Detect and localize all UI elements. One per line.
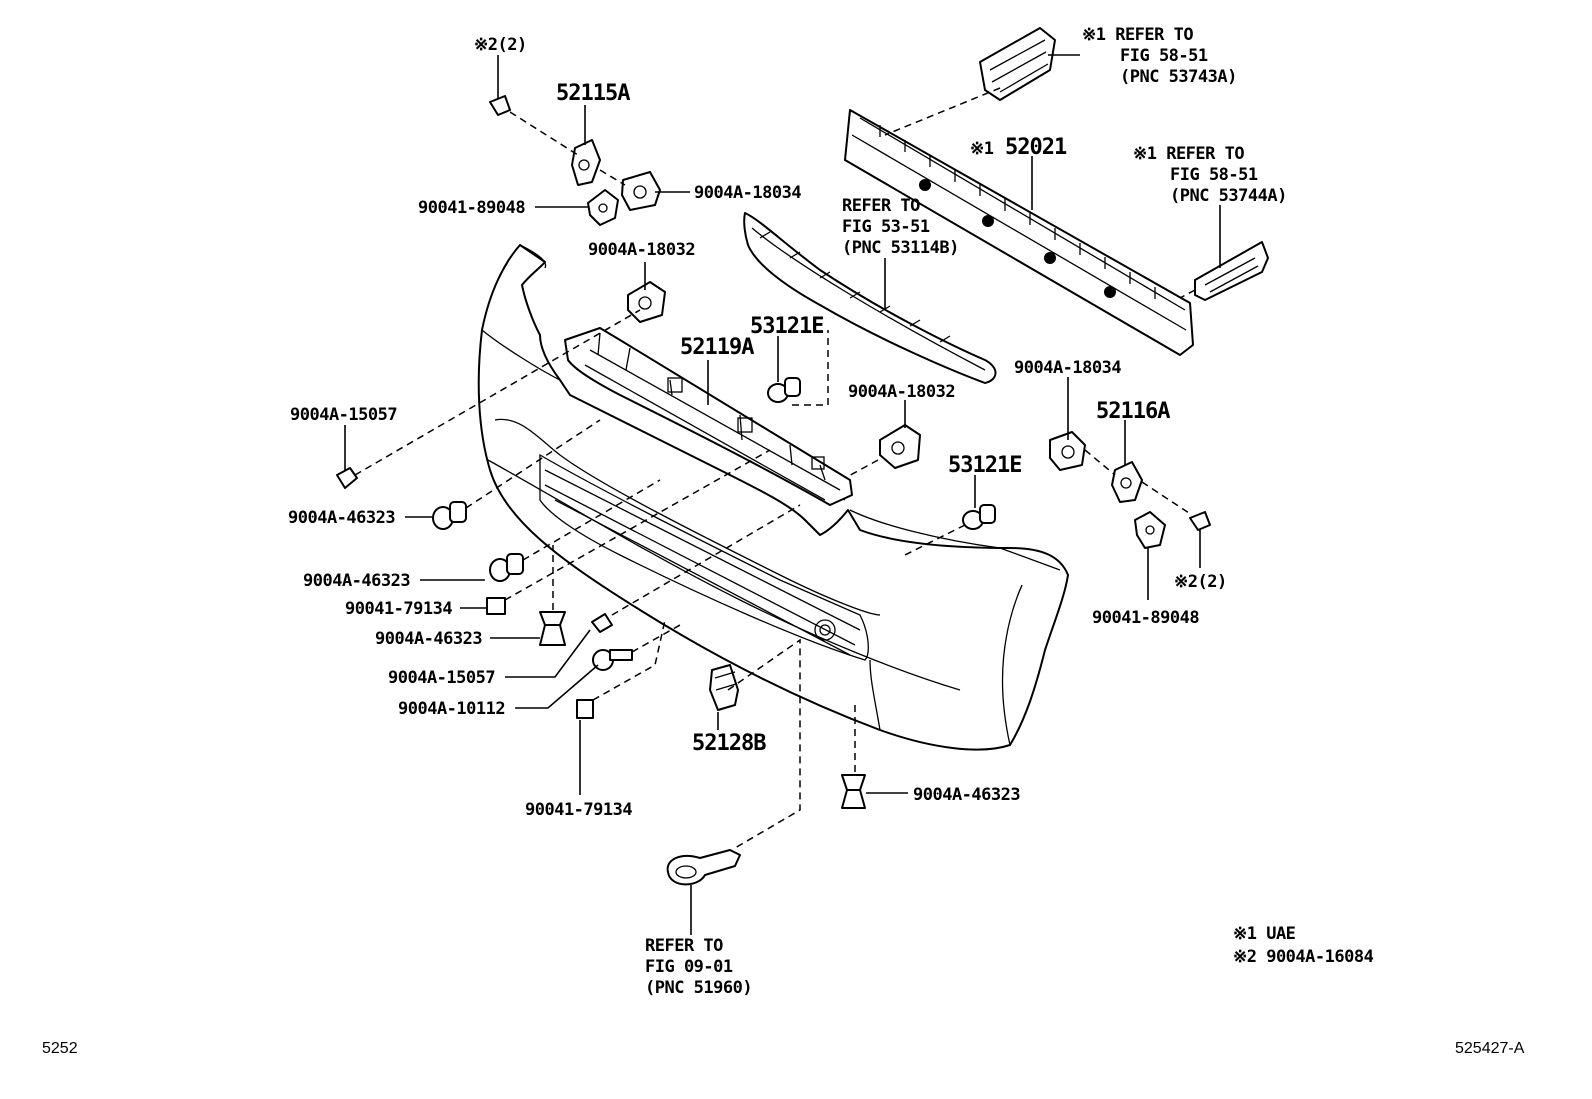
bracket-52128B [709, 664, 739, 711]
leader-lines [344, 54, 1221, 935]
note-2-top: ※2(2) [474, 35, 527, 55]
footer-left-code: 5252 [42, 1040, 78, 1057]
label-90041-79134-b: 90041-79134 [525, 800, 632, 820]
label-53121E-lower: 53121E [948, 453, 1021, 478]
label-52021: 52021 [1005, 135, 1067, 160]
ref-top-line2: FIG 58-51 [1120, 46, 1208, 66]
towing-eye [666, 849, 741, 886]
label-9004A-15057-left: 9004A-15057 [290, 405, 397, 425]
label-9004A-46323-d: 9004A-46323 [913, 785, 1020, 805]
note-2-right: ※2(2) [1174, 572, 1227, 592]
screw-right [1189, 511, 1211, 531]
screw-top-left [489, 95, 511, 116]
nut-90041-89048-right [1134, 511, 1166, 549]
clip-53121E-lower [962, 504, 996, 530]
clip-9004A-18032-mid [879, 424, 921, 469]
nut-90041-79134-b [576, 699, 594, 719]
screw-9004A-15057-left [336, 467, 358, 489]
ref-tow-line3: (PNC 51960) [645, 978, 752, 998]
label-9004A-10112: 9004A-10112 [398, 699, 505, 719]
label-52116A: 52116A [1096, 399, 1170, 424]
label-52115A: 52115A [556, 81, 630, 106]
clip-9004A-46323-d [841, 774, 866, 809]
ref-tow-line2: FIG 09-01 [645, 957, 733, 977]
label-9004A-18032-top: 9004A-18032 [588, 240, 695, 260]
label-90041-89048-right: 90041-89048 [1092, 608, 1199, 628]
clip-9004A-46323-a [432, 501, 467, 530]
part-labels: 52115A 52021 ※1 52119A 53121E 53121E 521… [288, 25, 1287, 998]
bolt-9004A-10112 [592, 649, 633, 671]
clip-9004A-18034-right [1049, 431, 1086, 471]
ref-tow-line1: REFER TO [645, 936, 723, 956]
bracket-52116A [1111, 461, 1143, 503]
clip-9004A-18032-top [627, 281, 666, 323]
label-52128B: 52128B [692, 731, 766, 756]
clip-9004A-46323-b [489, 553, 524, 582]
nut-90041-79134-a [486, 597, 506, 615]
clip-53121E-upper [767, 377, 801, 403]
bumper-reinforcement [844, 109, 1194, 356]
ref-right-line3: (PNC 53744A) [1170, 186, 1287, 206]
label-9004A-15057-b: 9004A-15057 [388, 668, 495, 688]
label-9004A-46323-b: 9004A-46323 [303, 571, 410, 591]
clip-9004A-18034-top [621, 171, 661, 211]
ref-right-line2: FIG 58-51 [1170, 165, 1258, 185]
reinforcement-bracket-right [1194, 241, 1269, 301]
note-2-legend: ※2 9004A-16084 [1233, 947, 1374, 967]
note-1-legend: ※1 UAE [1233, 924, 1296, 944]
label-90041-79134-a: 90041-79134 [345, 599, 452, 619]
label-52119A: 52119A [680, 335, 754, 360]
label-9004A-18032-mid: 9004A-18032 [848, 382, 955, 402]
label-9004A-46323-c: 9004A-46323 [375, 629, 482, 649]
screw-9004A-15057-b [591, 613, 613, 633]
ref-top-line3: (PNC 53743A) [1120, 67, 1237, 87]
ref-grille-line2: FIG 53-51 [842, 217, 930, 237]
nut-90041-89048-top [587, 189, 619, 226]
assembly-lines [354, 87, 1196, 849]
label-9004A-46323-a: 9004A-46323 [288, 508, 395, 528]
clip-9004A-46323-c [539, 611, 566, 646]
label-90041-89048-top: 90041-89048 [418, 198, 525, 218]
ref-top-line1: ※1 REFER TO [1082, 25, 1193, 45]
reinforcement-bracket-left [979, 27, 1056, 101]
label-9004A-18034-top: 9004A-18034 [694, 183, 801, 203]
legend-notes: ※1 UAE ※2 9004A-16084 [1233, 924, 1374, 967]
label-9004A-18034-right: 9004A-18034 [1014, 358, 1121, 378]
label-53121E-upper: 53121E [750, 314, 823, 339]
ref-grille-line3: (PNC 53114B) [842, 238, 959, 258]
bracket-52115A [571, 139, 601, 186]
bumper-cover [477, 244, 1069, 751]
ref-right-line1: ※1 REFER TO [1133, 144, 1244, 164]
ref-grille-line1: REFER TO [842, 196, 920, 216]
footer-right-code: 525427-A [1455, 1040, 1525, 1057]
bumper-upper-retainer [564, 327, 853, 506]
label-52021-prefix: ※1 [970, 139, 994, 159]
